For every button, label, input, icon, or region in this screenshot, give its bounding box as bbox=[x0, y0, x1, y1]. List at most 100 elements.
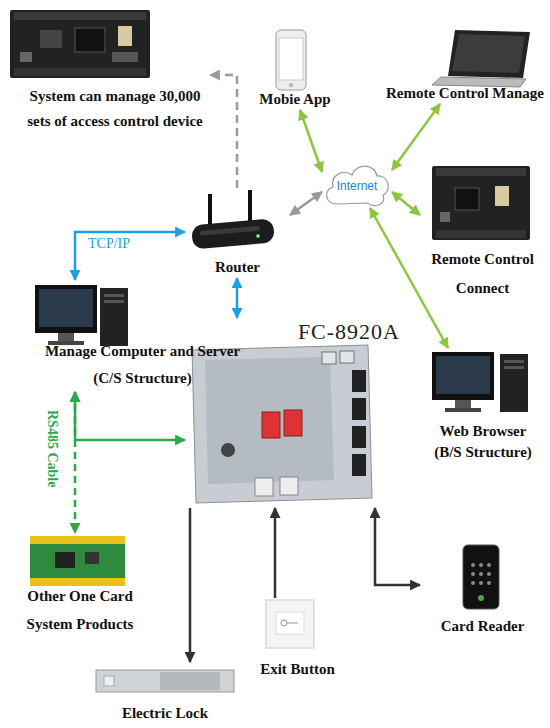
card-reader bbox=[478, 595, 484, 601]
electric-lock bbox=[104, 676, 114, 686]
manage-computer bbox=[35, 285, 97, 333]
access-board bbox=[10, 10, 150, 78]
laptop bbox=[448, 30, 530, 78]
cloud-outline bbox=[327, 166, 389, 205]
device-node: Mobie App bbox=[250, 28, 340, 110]
router bbox=[208, 194, 212, 228]
connector-arrow bbox=[375, 508, 420, 585]
card-reader bbox=[471, 563, 475, 567]
laptop bbox=[432, 30, 530, 87]
access-board bbox=[40, 30, 62, 48]
remote-board bbox=[432, 166, 530, 240]
device-caption: System can manage 30,000 sets of access … bbox=[20, 84, 210, 134]
connector-arrow bbox=[274, 508, 277, 598]
connector-arrow bbox=[189, 508, 192, 662]
access-board bbox=[20, 52, 32, 62]
card-system-board bbox=[55, 552, 75, 568]
card-system-board bbox=[85, 552, 99, 564]
connector-arrow bbox=[392, 192, 420, 215]
router bbox=[256, 234, 260, 238]
controller bbox=[352, 426, 366, 448]
cloud-label: Internet bbox=[337, 175, 378, 193]
access-board bbox=[14, 68, 146, 76]
device-caption: Remote Control Connect bbox=[420, 245, 545, 303]
controller bbox=[284, 410, 302, 436]
browser-computer bbox=[445, 408, 481, 412]
manage-computer bbox=[104, 300, 124, 303]
connector-arrow bbox=[74, 392, 77, 533]
connector-label: RS485 Cable bbox=[44, 410, 60, 487]
remote-board bbox=[436, 168, 526, 176]
phone bbox=[279, 38, 303, 80]
browser-computer bbox=[500, 354, 528, 412]
router bbox=[191, 190, 275, 249]
card-reader bbox=[471, 581, 475, 585]
controller bbox=[352, 370, 366, 392]
phone bbox=[276, 30, 306, 90]
card-system-board bbox=[30, 536, 125, 586]
device-node: Electric Lock bbox=[90, 662, 240, 724]
exit-button bbox=[266, 600, 314, 648]
device-caption: Router bbox=[185, 256, 290, 278]
access-board bbox=[10, 10, 150, 78]
browser-computer bbox=[432, 352, 528, 412]
device-node: Web Browser (B/S Structure) bbox=[428, 348, 538, 463]
device-node: Other One Card System Products bbox=[10, 533, 150, 638]
cloud-node: Internet bbox=[322, 160, 392, 208]
device-caption: Card Reader bbox=[420, 615, 545, 637]
controller bbox=[352, 454, 366, 476]
card-reader bbox=[487, 572, 491, 576]
device-node: Remote Control Manage bbox=[380, 28, 550, 104]
card-system-board bbox=[30, 536, 125, 544]
exit-button bbox=[266, 600, 314, 648]
browser-computer bbox=[504, 366, 524, 369]
exit-button bbox=[287, 623, 298, 624]
remote-board bbox=[436, 230, 526, 238]
phone bbox=[276, 30, 306, 90]
router bbox=[191, 218, 275, 249]
access-board bbox=[118, 26, 132, 46]
card-reader bbox=[487, 563, 491, 567]
controller bbox=[205, 357, 334, 484]
controller-node: FC-8920A bbox=[185, 318, 400, 508]
controller bbox=[192, 345, 372, 503]
connector-arrow bbox=[236, 278, 239, 318]
device-caption: Other One Card System Products bbox=[10, 582, 150, 638]
device-node: Card Reader bbox=[420, 543, 545, 637]
device-node: Exit Button bbox=[245, 598, 350, 680]
device-caption: Exit Button bbox=[245, 658, 350, 680]
manage-computer bbox=[35, 285, 128, 346]
controller bbox=[192, 345, 372, 503]
router bbox=[200, 226, 260, 236]
router bbox=[248, 190, 252, 224]
controller bbox=[262, 412, 280, 438]
browser-computer bbox=[432, 352, 494, 400]
controller bbox=[352, 398, 366, 420]
access-board bbox=[112, 52, 138, 62]
access-board bbox=[14, 12, 146, 20]
exit-button bbox=[276, 612, 304, 634]
remote-board bbox=[432, 166, 530, 240]
device-caption: Electric Lock bbox=[90, 702, 240, 724]
device-node: Manage Computer and Server (C/S Structur… bbox=[30, 280, 255, 392]
manage-computer bbox=[39, 289, 93, 327]
phone bbox=[289, 83, 293, 87]
connector-arrow bbox=[300, 110, 322, 172]
controller bbox=[255, 478, 273, 496]
connector-arrow bbox=[75, 232, 185, 280]
card-reader bbox=[463, 545, 499, 609]
card-reader bbox=[471, 572, 475, 576]
device-caption: Mobie App bbox=[250, 88, 340, 110]
manage-computer bbox=[58, 333, 74, 341]
electric-lock bbox=[160, 672, 220, 690]
model-title: FC-8920A bbox=[298, 318, 400, 345]
manage-computer bbox=[100, 288, 128, 346]
card-system-board bbox=[30, 578, 125, 586]
controller bbox=[322, 352, 336, 364]
access-board bbox=[75, 28, 105, 52]
remote-board bbox=[440, 212, 450, 222]
electric-lock bbox=[96, 670, 234, 692]
controller bbox=[340, 351, 354, 363]
